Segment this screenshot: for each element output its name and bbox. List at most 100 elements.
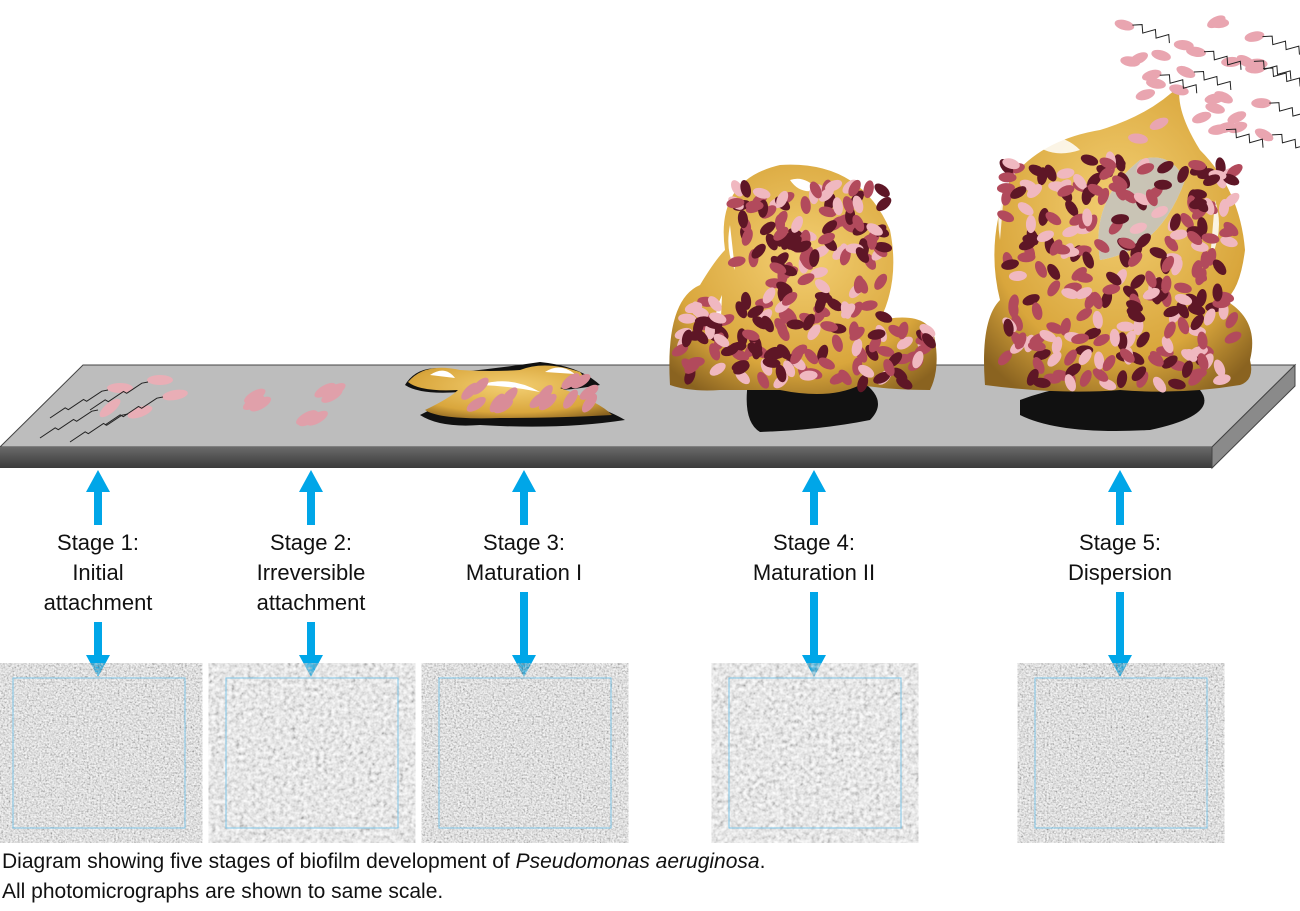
bacterium <box>1126 300 1143 312</box>
down-arrow-icon <box>1108 592 1132 677</box>
photomicrograph-border <box>1034 677 1208 829</box>
bacterium <box>1136 163 1155 175</box>
bacterium <box>1087 183 1105 196</box>
bacterium <box>858 364 875 378</box>
bacterium <box>1047 280 1061 297</box>
bacterium <box>1212 259 1227 275</box>
bacterium <box>1212 283 1223 302</box>
bacterium <box>1180 213 1194 229</box>
bacterium <box>826 298 843 312</box>
bacterium <box>1168 378 1186 390</box>
bacterium <box>1216 121 1236 134</box>
bacterium <box>867 329 886 340</box>
bacterium <box>466 397 486 412</box>
stage-2-photomicrograph <box>226 678 398 828</box>
bacterium <box>1027 341 1046 352</box>
bacterium <box>1064 349 1078 366</box>
photomicrographs <box>12 677 1208 829</box>
stage-name: Initial <box>72 560 124 585</box>
bacterium <box>1164 235 1179 252</box>
bacterium <box>1163 305 1181 318</box>
bacterium <box>775 364 787 383</box>
bacterium <box>867 231 878 250</box>
bacterium <box>799 246 813 262</box>
bacterium <box>852 195 864 214</box>
bacterium <box>709 343 721 361</box>
stage-title: Stage 3: <box>483 530 565 555</box>
bacterium <box>912 350 924 369</box>
bacterium <box>1093 333 1110 347</box>
bacterium <box>1119 250 1131 268</box>
bacterium <box>1149 117 1169 130</box>
bacterium <box>713 333 730 348</box>
bacterium <box>1181 349 1198 362</box>
bacterium <box>1117 332 1128 351</box>
bacterium <box>1142 287 1160 300</box>
flagellum <box>1132 24 1170 44</box>
bacterium <box>1018 238 1037 251</box>
bacterium <box>896 336 913 350</box>
bacterium <box>897 321 909 340</box>
bacterium <box>1008 294 1019 313</box>
bacterium <box>493 398 513 414</box>
bacterium <box>1073 173 1087 190</box>
bacterium <box>1224 331 1242 344</box>
stage-title: Stage 2: <box>270 530 352 555</box>
flagellum <box>1203 50 1242 70</box>
bacterium <box>1161 255 1175 273</box>
flagellum <box>1226 128 1264 148</box>
bacterium <box>892 367 908 382</box>
bacterium <box>802 313 815 331</box>
bacterium <box>800 196 811 214</box>
bacterium <box>1010 186 1027 199</box>
bacterium <box>776 190 789 208</box>
bacterium <box>1082 251 1094 269</box>
stage-name: attachment <box>43 590 153 615</box>
bacterium <box>777 324 790 342</box>
bacterium <box>825 179 843 192</box>
bacterium <box>1031 302 1043 321</box>
bacterium <box>1038 208 1049 226</box>
bacterium <box>1017 202 1034 216</box>
bacterium <box>855 247 870 263</box>
bacterium <box>1197 331 1208 350</box>
bacterium <box>162 389 188 401</box>
bacterium <box>1065 363 1081 377</box>
bacterium <box>1111 214 1130 225</box>
bacterium <box>859 300 878 311</box>
flagellum <box>1159 74 1198 94</box>
bacterium <box>762 287 776 304</box>
bacterium <box>922 333 936 349</box>
bacterium <box>1164 321 1176 339</box>
bacterium <box>998 172 1017 183</box>
flagellum <box>104 396 164 426</box>
bacterium <box>1227 111 1247 124</box>
bacterium <box>489 393 505 413</box>
bacterium <box>1218 198 1230 217</box>
bacterium <box>127 405 153 419</box>
flagellum <box>49 389 109 419</box>
bacterium <box>1173 40 1194 51</box>
bacterium <box>671 343 689 357</box>
bacterium <box>997 350 1013 366</box>
stage-name: attachment <box>256 590 366 615</box>
bacterium <box>1174 282 1192 294</box>
down-arrow-icon <box>299 622 323 677</box>
species-name: Pseudomonas aeruginosa <box>515 850 760 873</box>
bacterium <box>848 179 861 197</box>
bacterium <box>1149 247 1167 259</box>
bacterium <box>1201 233 1220 244</box>
bacterium <box>851 338 863 357</box>
bacterium <box>249 396 272 412</box>
bacterium <box>1187 230 1203 246</box>
bacterium <box>561 373 580 390</box>
bacterium <box>694 316 713 327</box>
bacterium <box>1187 304 1206 316</box>
bacterium <box>1061 288 1079 300</box>
bacterium <box>1071 333 1089 345</box>
bacterium <box>1192 111 1212 124</box>
bacterium <box>1189 198 1207 210</box>
bacterium <box>786 319 805 330</box>
bacterium <box>747 342 763 357</box>
